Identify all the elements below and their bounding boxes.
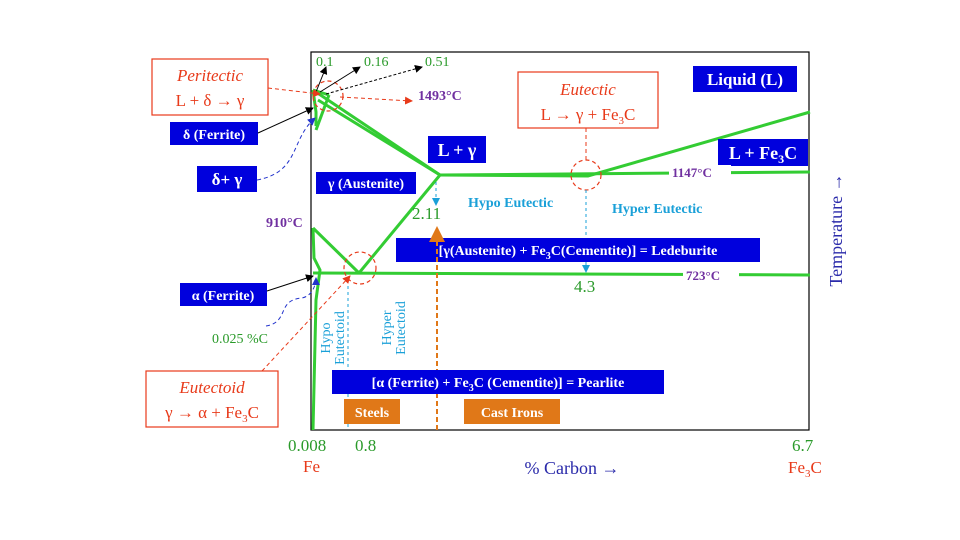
delta-gamma-pointer <box>256 117 316 181</box>
alpha-ferrite-box <box>180 283 267 306</box>
hyper-eutectoid-group: Hyper Eutectoid <box>380 301 409 355</box>
l-fe3c-box <box>718 139 808 166</box>
pearlite-label: [α (Ferrite) + Fe3C (Cementite)] = Pearl… <box>372 376 625 394</box>
c0008-label: 0.008 <box>288 436 326 455</box>
fe3c-label: Fe3C <box>788 458 822 480</box>
hyper-eutectoid-line1: Hyper <box>380 310 395 345</box>
eutectic-title: Eutectic <box>559 80 616 99</box>
cast-irons-label: Cast Irons <box>481 406 544 421</box>
steels-box <box>344 399 400 424</box>
a3-line <box>311 226 361 275</box>
hypo-eutectoid-line1: Hypo <box>319 322 334 353</box>
c211-label: 2.11 <box>412 204 441 223</box>
eutectoid-reaction: γ → α + Fe3C <box>164 403 259 425</box>
solidus-gamma-line <box>317 98 441 177</box>
t910-label: 910°C <box>266 216 303 231</box>
fe-label: Fe <box>303 457 320 476</box>
hypo-eutectoid-group: Hypo Eutectoid <box>319 311 348 365</box>
l-fe3c-label: L + Fe3C <box>729 143 797 166</box>
delta-gamma-box <box>197 166 257 192</box>
alpha-ferrite-label: α (Ferrite) <box>192 289 255 304</box>
eutectic-reaction: L → γ + Fe3C <box>541 105 636 127</box>
t1493-label: 1493°C <box>418 89 462 104</box>
liquid-box <box>693 66 797 92</box>
delta-ferrite-box <box>170 122 258 145</box>
y-axis-label: Temperature → <box>826 173 846 286</box>
hypo-eutectic-label: Hypo Eutectic <box>468 196 553 211</box>
peritectic-point-circle <box>312 80 344 112</box>
t1147-label: 1147°C <box>672 165 712 180</box>
y-axis-group: Temperature → <box>826 173 846 286</box>
delta-gamma-boundary <box>314 94 331 131</box>
x-axis-label: % Carbon → <box>525 458 620 478</box>
t723-label: 723°C <box>686 268 720 283</box>
label-0-51: 0.51 <box>425 55 450 70</box>
c0025-pointer <box>265 277 320 327</box>
hyper-eutectic-label: Hyper Eutectic <box>612 202 702 217</box>
delta-gamma-label: δ+ γ <box>212 170 243 189</box>
liquid-label: Liquid (L) <box>707 70 783 89</box>
peritectic-pointer <box>267 87 321 98</box>
hypo-eutectoid-line2: Eutectoid <box>333 311 348 365</box>
l-gamma-box <box>428 136 486 163</box>
c43-label: 4.3 <box>574 277 595 296</box>
delta-ferrite-label: δ (Ferrite) <box>183 128 245 143</box>
peritectic-title: Peritectic <box>176 66 244 85</box>
peritectic-reaction: L + δ → γ <box>176 91 245 110</box>
austenite-label: γ (Austenite) <box>327 177 404 192</box>
eutectic-isotherm <box>439 170 811 177</box>
plot-frame <box>310 51 810 431</box>
ledeburite-label: [γ(Austenite) + Fe3C(Cementite)] = Ledeb… <box>439 244 718 262</box>
delta-boundary <box>311 89 318 126</box>
alpha-solvus-line <box>311 227 322 431</box>
t723-bg <box>683 267 739 283</box>
t1147-bg <box>669 165 731 180</box>
label-0-16: 0.16 <box>364 55 389 70</box>
hyper-eutectoid-line2: Eutectoid <box>394 301 409 355</box>
eutectoid-point-circle <box>343 251 377 285</box>
label-0-1: 0.1 <box>316 55 334 70</box>
acm-line <box>357 174 442 274</box>
c0025-label: 0.025 %C <box>212 332 268 347</box>
steels-label: Steels <box>355 406 390 421</box>
delta-ferrite-pointer <box>257 107 314 134</box>
ledeburite-box <box>396 238 760 262</box>
arrow-0-51 <box>325 65 423 95</box>
arrow-0-16 <box>319 66 361 93</box>
c08-label: 0.8 <box>355 436 376 455</box>
eutectoid-pointer <box>261 275 351 372</box>
t1493-pointer <box>339 96 413 105</box>
alpha-ferrite-pointer <box>266 274 314 292</box>
austenite-box <box>316 172 416 194</box>
eutectoid-callout <box>145 370 279 428</box>
arrow-0-1 <box>315 66 328 93</box>
l-gamma-label: L + γ <box>438 140 477 160</box>
peritectic-callout <box>151 58 269 116</box>
pearlite-box <box>332 370 664 394</box>
c67-label: 6.7 <box>792 436 814 455</box>
eutectoid-title: Eutectoid <box>178 378 245 397</box>
cast-irons-box <box>464 399 560 424</box>
eutectic-callout <box>517 71 659 129</box>
